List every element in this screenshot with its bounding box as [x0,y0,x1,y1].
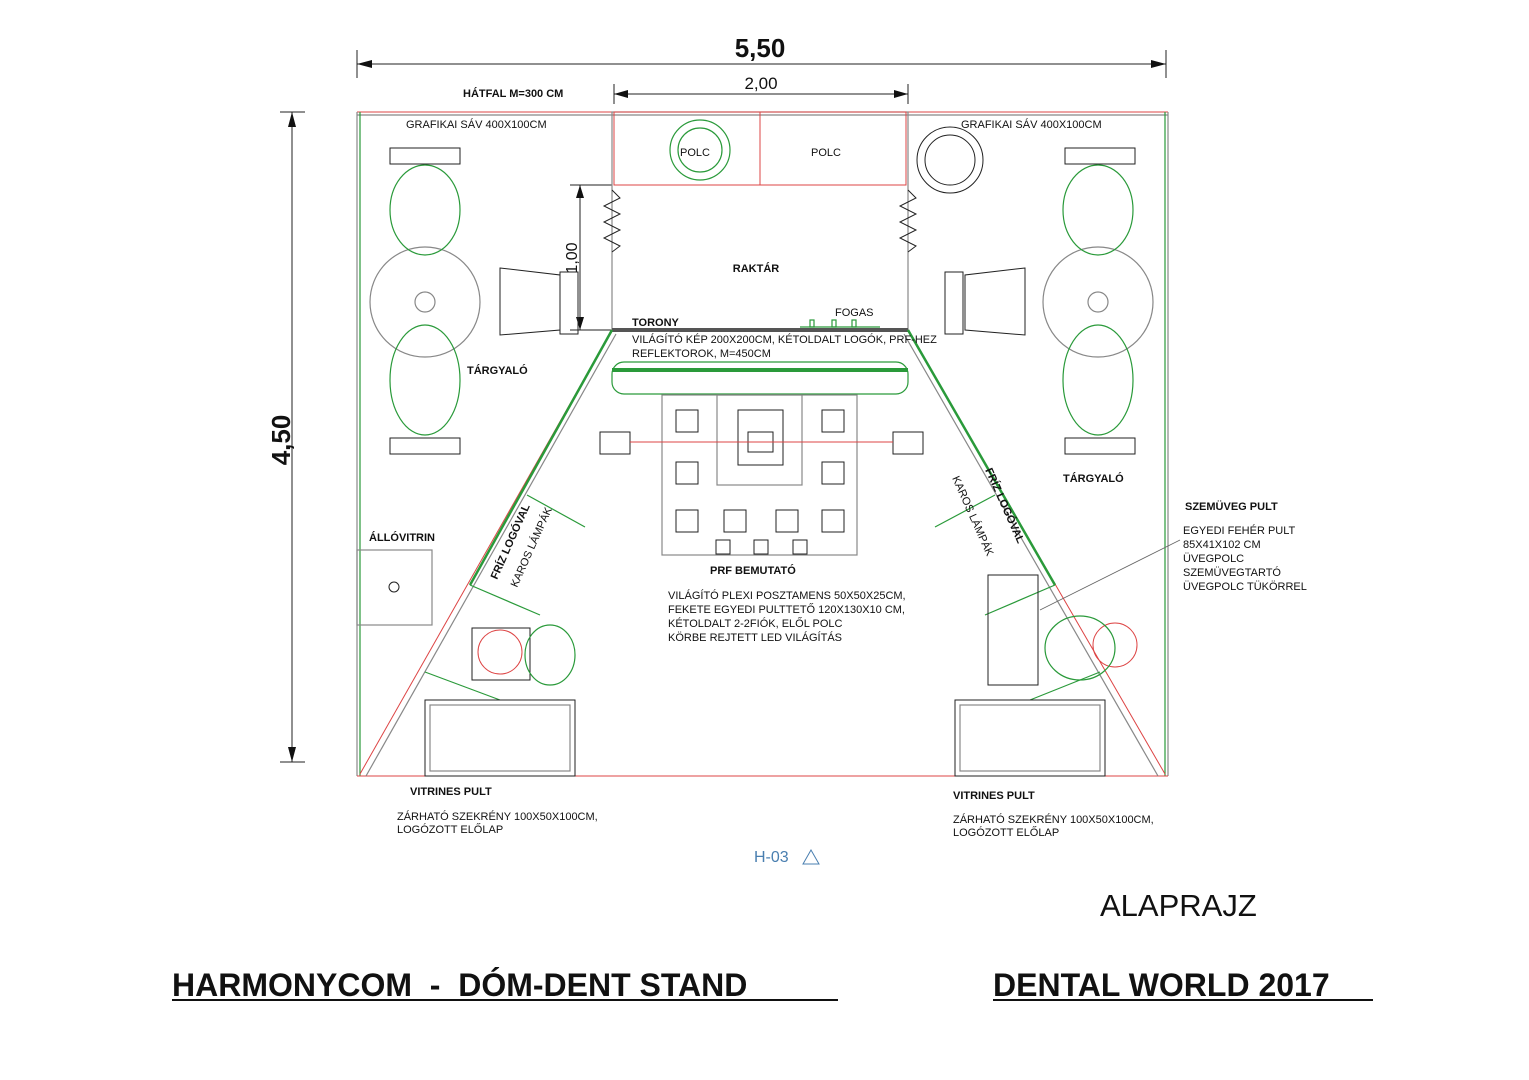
glasses-description: SZEMÜVEGTARTÓ [1183,566,1281,579]
back-wall-label: HÁTFAL M=300 CM [463,87,563,100]
dimension-label: 1,00 [564,242,581,273]
tower-description: VILÁGÍTÓ KÉP 200X200CM, KÉTOLDALT LOGÓK,… [632,333,937,346]
meeting-area-right [944,147,1154,455]
vitrine-counter-left [424,624,576,777]
prf-description: KÖRBE REJTETT LED VILÁGÍTÁS [668,631,842,644]
prf-display [599,394,924,556]
prf-description: VILÁGÍTÓ PLEXI POSZTAMENS 50X50X25CM, [668,589,906,602]
frieze-label: FRÍZ LOGÓVAL [982,466,1027,546]
meeting-label: TÁRGYALÓ [467,364,528,377]
plant-decoration [611,119,984,395]
standing-vitrine [356,549,433,626]
glasses-description: 85X41X102 CM [1183,539,1261,551]
booth-walls [356,111,1169,777]
project-title: HARMONYCOM - DÓM-DENT STAND [172,967,747,1003]
plan-type-title: ALAPRAJZ [1100,888,1257,923]
vitrine-description: ZÁRHATÓ SZEKRÉNY 100X50X100CM, [397,810,598,823]
plan-labels: HÁTFAL M=300 CM GRAFIKAI SÁV 400X100CM G… [369,87,1307,866]
glasses-description: EGYEDI FEHÉR PULT [1183,524,1296,537]
vitrine-counter-label: VITRINES PULT [410,786,492,798]
vitrine-description: LOGÓZOTT ELŐLAP [953,825,1059,839]
graphic-band-label: GRAFIKAI SÁV 400X100CM [961,118,1102,131]
glasses-description: ÜVEGPOLC TÜKÖRREL [1183,581,1307,593]
meeting-label: TÁRGYALÓ [1063,472,1124,485]
tower-description: REFLEKTOROK, M=450CM [632,348,771,360]
meeting-area-left [369,147,579,455]
vitrine-description: ZÁRHATÓ SZEKRÉNY 100X50X100CM, [953,813,1154,826]
prf-demo-label: PRF BEMUTATÓ [710,564,796,577]
title-block: ALAPRAJZ HARMONYCOM - DÓM-DENT STAND DEN… [172,888,1373,1003]
dimension-width-storage: 2,00 [613,74,909,104]
storage-label: RAKTÁR [733,262,779,275]
dimension-label: 5,50 [735,33,786,63]
prf-description: KÉTOLDALT 2-2FIÓK, ELŐL POLC [668,616,842,630]
triangle-marker-icon [802,848,820,865]
shelf-label: POLC [680,147,710,159]
coat-rack-label: FOGAS [835,307,874,319]
dimension-depth-total: 4,50 [266,111,305,763]
prf-description: FEKETE EGYEDI PULTTETŐ 120X130X10 CM, [668,602,905,616]
vitrine-counter-label: VITRINES PULT [953,790,1035,802]
graphic-band-label: GRAFIKAI SÁV 400X100CM [406,118,547,131]
event-title: DENTAL WORLD 2017 [993,967,1330,1003]
vitrine-description: LOGÓZOTT ELŐLAP [397,822,503,836]
standing-vitrine-label: ÁLLÓVITRIN [369,531,435,544]
dimension-width-total: 5,50 [356,33,1167,78]
glasses-description: ÜVEGPOLC [1183,553,1244,565]
shelf-label: POLC [811,147,841,159]
glasses-counter-label: SZEMÜVEG PULT [1185,500,1278,513]
tower-label: TORONY [632,317,680,329]
dimension-label: 2,00 [744,74,777,93]
stand-code: H-03 [754,849,789,866]
vitrine-counter-right [954,539,1181,777]
dimension-label: 4,50 [266,415,296,466]
